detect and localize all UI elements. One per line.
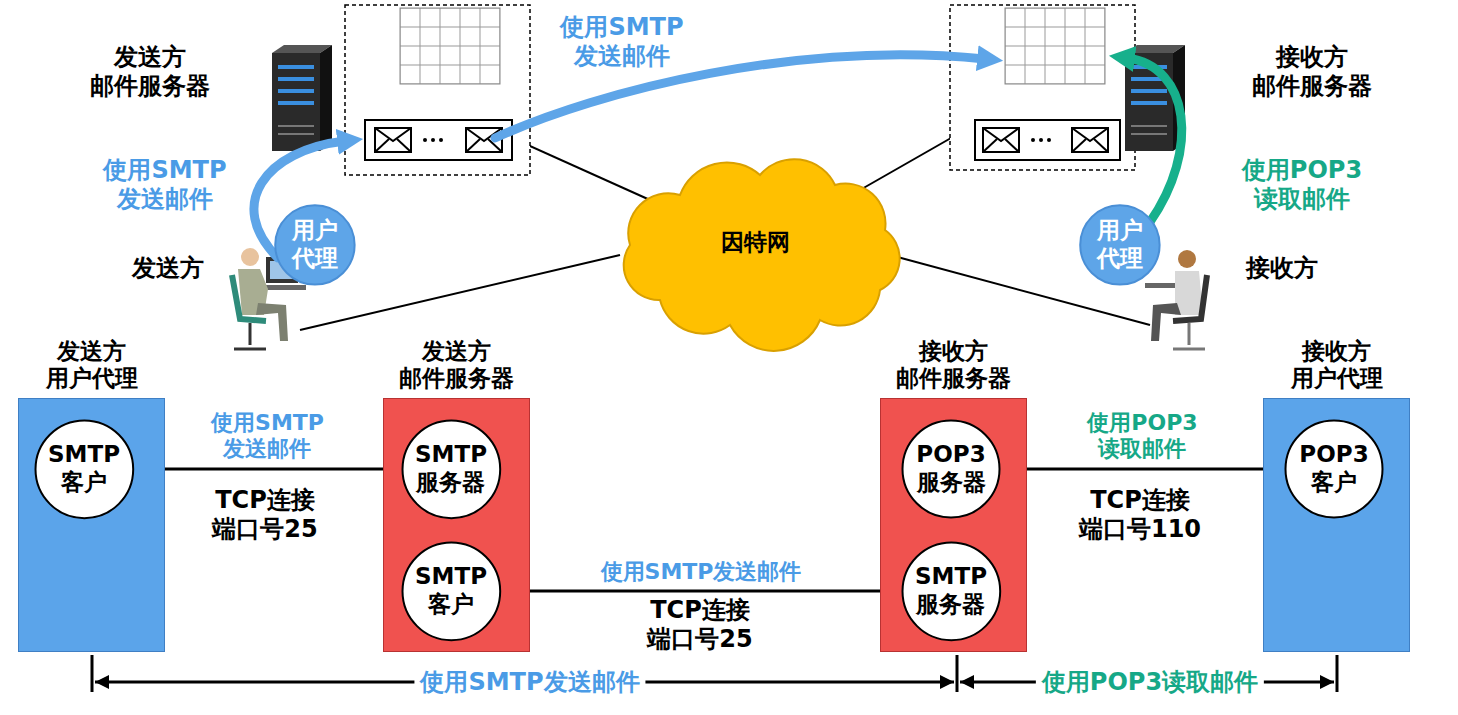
node-label: SMTP 服务器 [415, 441, 487, 496]
node-label: 发送方 用户代理 [46, 338, 138, 393]
annotation: 接收方 [1246, 254, 1318, 283]
node-label: 用户 代理 [292, 217, 338, 272]
annotation: TCP连接 端口号25 [647, 596, 752, 654]
flow-arrow [134, 467, 400, 470]
protocol-circle: SMTP 服务器 [401, 419, 502, 520]
annotation: 使用SMTP 发送邮件 [560, 13, 683, 71]
annotation: 接收方 邮件服务器 [1252, 43, 1372, 101]
node-label: 接收方 用户代理 [1291, 338, 1383, 393]
annotation: 使用POP3读取邮件 [1036, 668, 1264, 697]
node-label: SMTP 客户 [48, 441, 120, 496]
host-box: 发送方 用户代理SMTP 客户 [18, 398, 165, 652]
node-label: SMTP 客户 [415, 563, 487, 618]
protocol-circle: SMTP 客户 [34, 419, 135, 520]
node-label: 发送方 邮件服务器 [399, 338, 514, 393]
node-label: 接收方 邮件服务器 [896, 338, 1011, 393]
edge-label: 使用POP3 读取邮件 [1087, 410, 1197, 463]
protocol-circle: POP3 客户 [1284, 419, 1384, 519]
annotation: 使用SMTP发送邮件 [414, 668, 645, 697]
receiver-mailbox [950, 5, 1135, 170]
edge-label: 使用SMTP 发送邮件 [211, 410, 324, 463]
protocol-circle: SMTP 服务器 [901, 541, 1002, 642]
annotation: 发送方 [132, 254, 204, 283]
annotation: TCP连接 端口号25 [212, 486, 317, 544]
host-box: 发送方 邮件服务器SMTP 服务器SMTP 客户 [383, 398, 530, 652]
annotation: 使用SMTP 发送邮件 [103, 156, 226, 214]
flow-arrow [501, 589, 900, 592]
server-icon [272, 45, 332, 151]
user-agent-circle: 用户 代理 [274, 204, 356, 286]
internet-cloud: 因特网 [600, 150, 910, 335]
annotation: TCP连接 端口号110 [1079, 486, 1201, 544]
node-label: POP3 服务器 [916, 441, 985, 496]
user-agent-circle: 用户 代理 [1079, 204, 1161, 286]
host-box: 接收方 邮件服务器POP3 服务器SMTP 服务器 [880, 398, 1027, 652]
node-label: 用户 代理 [1097, 217, 1143, 272]
sender-mailbox [345, 5, 530, 175]
annotation: 使用POP3 读取邮件 [1242, 156, 1362, 214]
node-label: POP3 客户 [1299, 441, 1368, 496]
edge-label: 使用SMTP发送邮件 [601, 559, 802, 585]
host-box: 接收方 用户代理POP3 客户 [1263, 398, 1410, 652]
flow-arrow [1001, 468, 1284, 471]
node-label: SMTP 服务器 [915, 563, 987, 618]
annotation: 发送方 邮件服务器 [90, 43, 210, 101]
protocol-circle: POP3 服务器 [901, 419, 1001, 519]
protocol-circle: SMTP 客户 [401, 541, 502, 642]
node-label: 因特网 [721, 229, 790, 257]
